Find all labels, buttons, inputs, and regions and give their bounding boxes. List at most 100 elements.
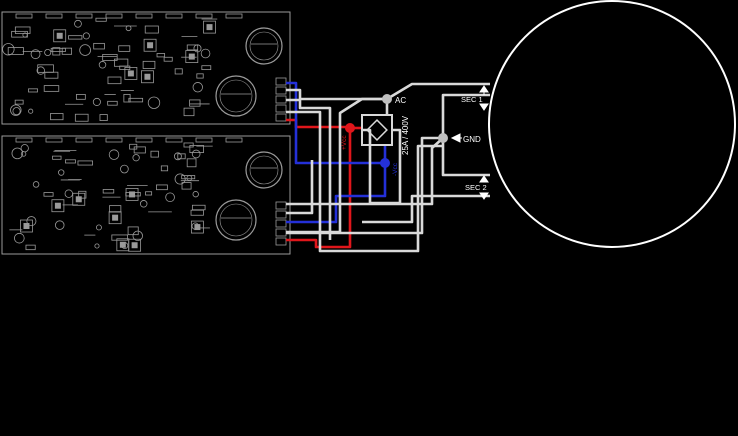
vcc-neg-junction xyxy=(380,158,390,168)
pcb-component xyxy=(121,242,129,250)
pcb-component xyxy=(107,100,118,106)
wire-segment xyxy=(286,81,387,224)
pcb-component xyxy=(52,155,62,160)
pcb-component xyxy=(186,175,193,181)
pcb-component xyxy=(11,30,28,38)
pcb-component xyxy=(14,26,31,34)
pcb-component xyxy=(128,97,144,103)
wiring xyxy=(286,81,490,253)
pcb-terminal xyxy=(275,210,287,219)
pcb-component xyxy=(163,56,173,62)
pcb-component xyxy=(53,29,67,43)
pcb-component xyxy=(58,169,65,176)
pcb-component xyxy=(125,25,132,32)
wire-segment xyxy=(286,137,444,206)
pcb-component xyxy=(190,220,204,234)
pcb-component xyxy=(225,137,243,143)
gnd-label: GND xyxy=(463,135,481,144)
pcb-component xyxy=(11,147,24,160)
pcb-component xyxy=(107,76,122,85)
pcb-component xyxy=(12,107,21,116)
pcb-component xyxy=(160,165,169,172)
amplifier-board-top xyxy=(1,11,291,125)
pcb-terminal xyxy=(275,113,287,122)
pcb-component xyxy=(201,65,212,71)
pcb-capacitor xyxy=(219,79,253,113)
pcb-component xyxy=(206,24,213,31)
pcb-component xyxy=(2,43,15,56)
pcb-component xyxy=(156,53,166,58)
pcb-component xyxy=(75,13,93,19)
pcb-component xyxy=(135,137,153,143)
pcb-component xyxy=(25,244,36,251)
pcb-component xyxy=(44,71,59,79)
pcb-component xyxy=(14,99,24,105)
pcb-component xyxy=(225,13,243,19)
pcb-component xyxy=(82,32,90,40)
amplifier-board-bottom xyxy=(1,135,291,255)
pcb-component xyxy=(194,224,201,231)
pcb-component xyxy=(98,61,107,69)
pcb-capacitor xyxy=(219,203,253,237)
pcb-component xyxy=(75,196,82,203)
pcb-component xyxy=(56,32,63,39)
pcb-component xyxy=(142,60,156,69)
pcb-component xyxy=(195,137,213,143)
pcb-component xyxy=(200,48,211,59)
pcb-terminal xyxy=(275,86,287,95)
pcb-component xyxy=(139,200,148,208)
pcb-terminal xyxy=(275,77,287,86)
pcb-component xyxy=(43,85,60,92)
pcb-component xyxy=(165,192,175,203)
label-arrows xyxy=(450,85,489,200)
wire-segment xyxy=(286,110,443,253)
pcb-component xyxy=(28,88,38,93)
bridge-rectifier-icon xyxy=(361,114,393,146)
pcb-component xyxy=(109,205,122,213)
pcb-component xyxy=(192,191,199,198)
pcb-capacitor xyxy=(215,75,257,117)
gnd-junction xyxy=(438,133,448,143)
vcc-pos-label: +Vcc xyxy=(341,135,348,150)
pcb-component xyxy=(195,13,213,19)
wire-segment xyxy=(441,138,490,177)
pcb-component xyxy=(55,220,65,230)
pcb-component xyxy=(144,25,159,34)
ac-label: AC xyxy=(395,96,406,105)
pcb-component xyxy=(102,189,115,194)
pcb-capacitor xyxy=(215,199,257,241)
wire-segment xyxy=(286,160,314,215)
pcb-component xyxy=(7,47,24,55)
pcb-component xyxy=(119,241,126,248)
pcb-component xyxy=(72,192,86,206)
pcb-component xyxy=(173,152,182,161)
pcb-component xyxy=(95,17,107,22)
pcb-component xyxy=(196,73,204,79)
pcb-component xyxy=(141,70,154,84)
pcb-terminal xyxy=(275,219,287,228)
pcb-component xyxy=(108,211,122,225)
pcb-terminal xyxy=(275,237,287,246)
pcb-component xyxy=(127,70,134,77)
pcb-component xyxy=(99,114,108,121)
pcb-component xyxy=(30,49,41,60)
pcb-component xyxy=(52,47,61,56)
pcb-component xyxy=(133,146,146,154)
pcb-component xyxy=(74,19,82,28)
pcb-component xyxy=(144,73,151,80)
pcb-terminal xyxy=(275,95,287,104)
pcb-component xyxy=(131,242,138,249)
bridge-rating-label: 25A / 400V xyxy=(401,115,410,155)
toroidal-transformer-icon xyxy=(488,0,736,248)
pcb-component xyxy=(68,35,83,40)
pcb-component xyxy=(108,149,120,160)
pcb-component xyxy=(51,199,65,213)
pcb-component xyxy=(78,190,87,199)
pcb-component xyxy=(95,224,102,231)
pcb-component xyxy=(143,38,157,52)
pcb-component xyxy=(191,222,199,230)
pcb-component xyxy=(186,158,197,168)
pcb-component xyxy=(54,202,61,209)
pcb-component xyxy=(127,226,139,236)
pcb-component xyxy=(191,149,201,159)
